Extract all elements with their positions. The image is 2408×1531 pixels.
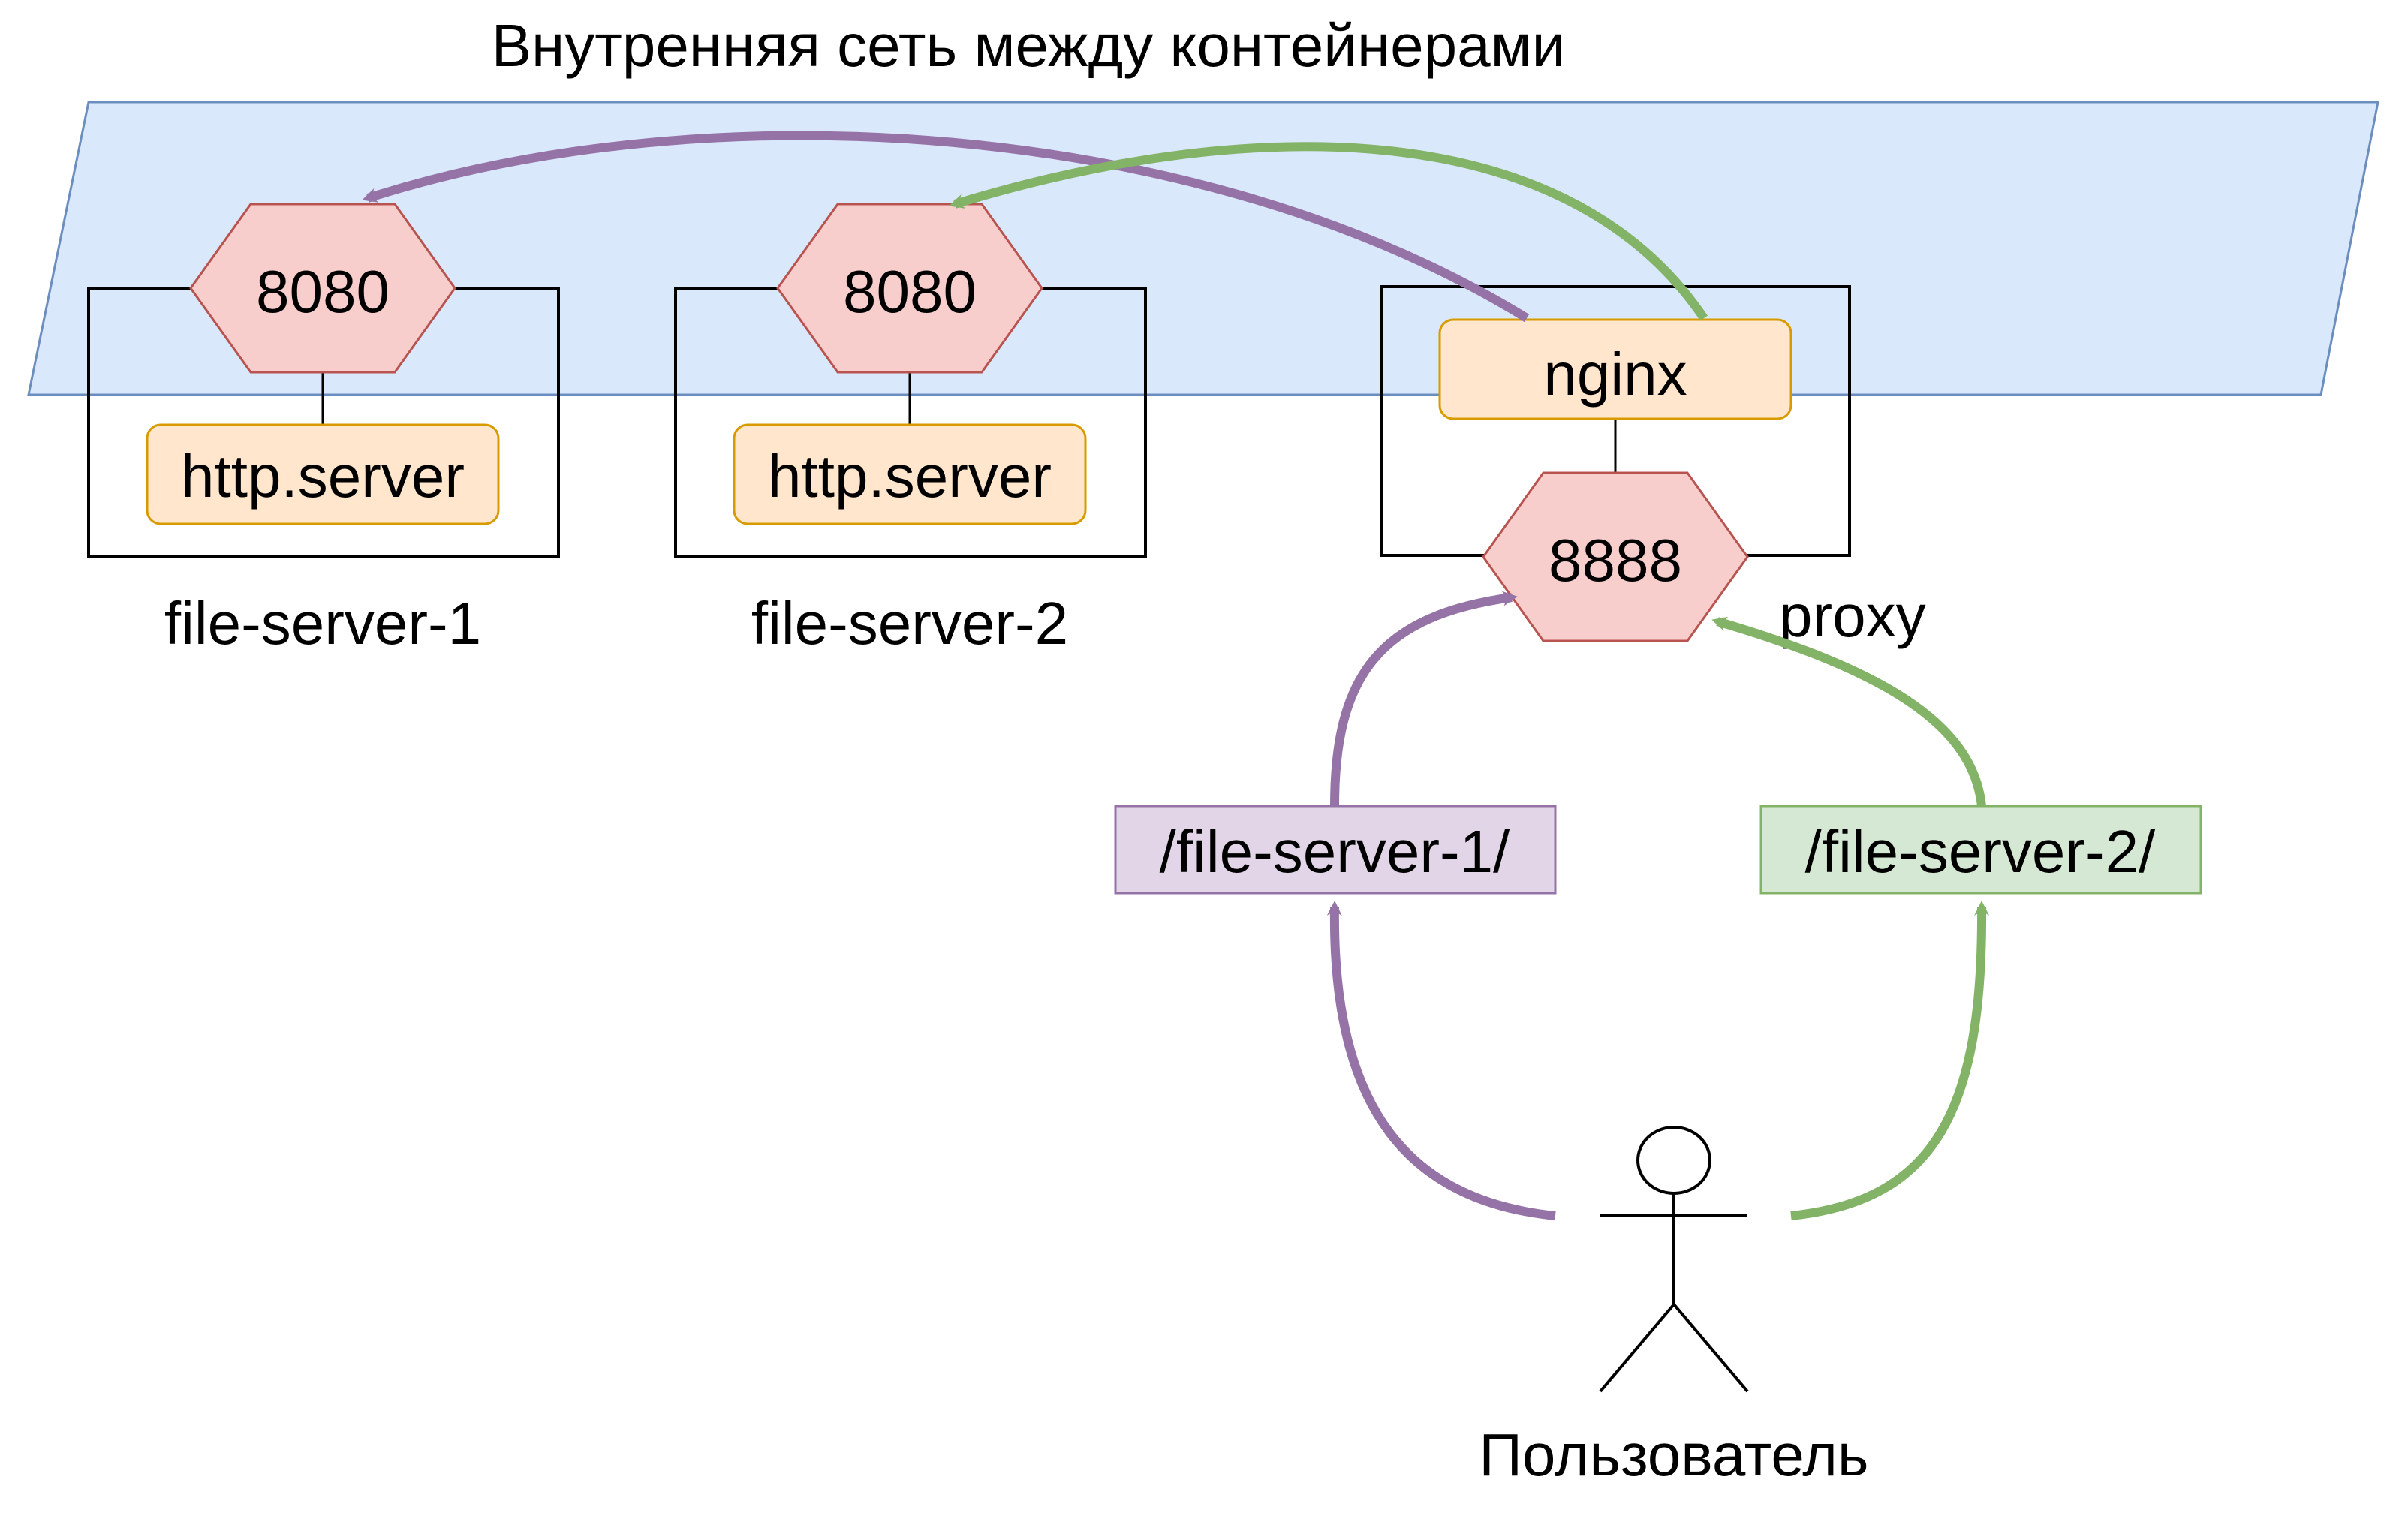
container-name: file-server-2 bbox=[751, 590, 1068, 657]
container-file-server-1[interactable]: 8080 http.server file-server-1 bbox=[87, 203, 560, 657]
process-box bbox=[1438, 318, 1792, 420]
user-right-leg bbox=[1672, 1303, 1749, 1393]
port-hexagon bbox=[776, 203, 1043, 374]
route-label-file-server-2: /file-server-2/ bbox=[1759, 805, 2202, 895]
port-label: 8080 bbox=[256, 258, 390, 325]
process-label: http.server bbox=[181, 443, 465, 510]
user-label: Пользователь bbox=[1479, 1421, 1868, 1488]
container-proxy[interactable]: nginx 8888 proxy bbox=[1380, 285, 1926, 649]
route-label-box bbox=[1114, 805, 1557, 895]
port-label: 8080 bbox=[843, 258, 977, 325]
port-hexagon bbox=[189, 203, 456, 374]
internal-network-area bbox=[27, 101, 2379, 396]
route-label-file-server-1: /file-server-1/ bbox=[1114, 805, 1557, 895]
route-arrow-nginx-to-file-server-1 bbox=[362, 131, 1530, 323]
route-label-box bbox=[1759, 805, 2202, 895]
container-name: proxy bbox=[1779, 582, 1926, 649]
route-arrow-label-2-to-proxy bbox=[1711, 616, 1986, 807]
process-box bbox=[733, 423, 1087, 525]
user-request-arrow-file-server-2 bbox=[1790, 901, 1990, 1220]
user-actor: Пользователь bbox=[1479, 1126, 1869, 1488]
process-label: nginx bbox=[1543, 341, 1687, 408]
route-arrow-label-1-to-proxy bbox=[1330, 591, 1518, 807]
process-box bbox=[146, 423, 500, 525]
port-hexagon bbox=[1482, 471, 1749, 642]
user-left-leg bbox=[1599, 1303, 1675, 1393]
port-label: 8888 bbox=[1549, 527, 1682, 594]
internal-network-label: Внутренняя сеть между контейнерами bbox=[492, 12, 1566, 79]
route-label-text: /file-server-2/ bbox=[1805, 818, 2157, 885]
route-label-text: /file-server-1/ bbox=[1160, 818, 1511, 885]
route-arrow-nginx-to-file-server-2 bbox=[949, 142, 1708, 321]
container-name: file-server-1 bbox=[164, 590, 481, 657]
container-file-server-2[interactable]: 8080 http.server file-server-2 bbox=[674, 203, 1147, 657]
user-request-arrow-file-server-1 bbox=[1326, 901, 1556, 1220]
process-label: http.server bbox=[768, 443, 1052, 510]
user-head bbox=[1636, 1126, 1711, 1195]
